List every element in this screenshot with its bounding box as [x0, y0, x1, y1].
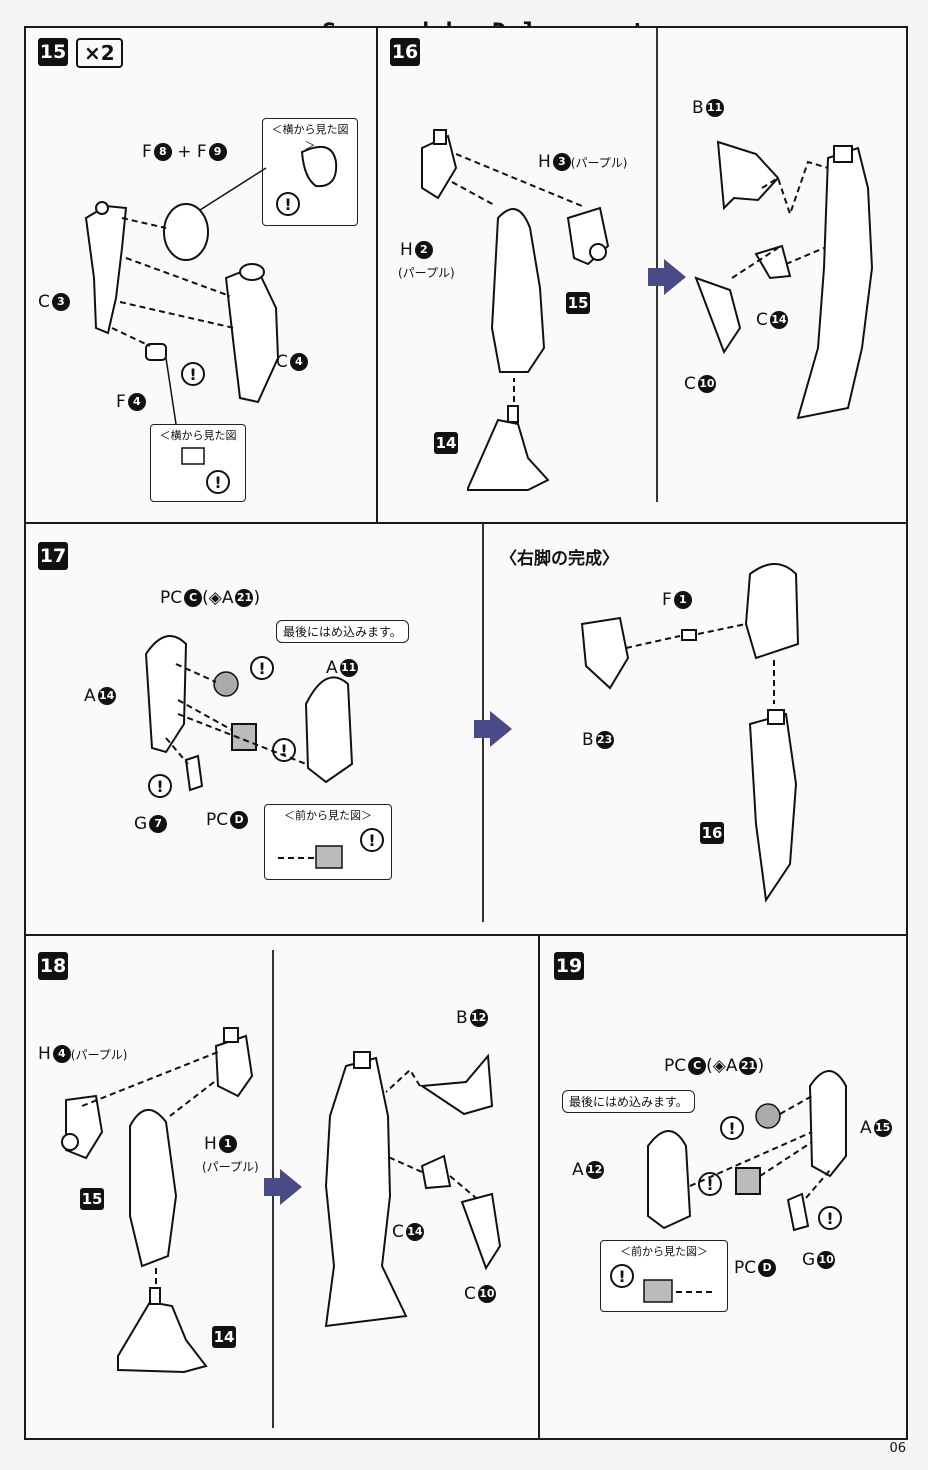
- next-arrow-head: [490, 711, 512, 747]
- step-number: 17: [38, 542, 68, 570]
- step-divider: [656, 28, 658, 502]
- label-h2-note: (パープル): [398, 266, 455, 280]
- exclamation-icon: !: [276, 192, 300, 216]
- last-insert-note: 最後にはめ込みます。: [562, 1090, 695, 1113]
- next-arrow: [264, 1178, 280, 1196]
- multiplier-badge: ×2: [76, 38, 123, 68]
- exclamation-icon: !: [720, 1116, 744, 1140]
- next-arrow: [474, 720, 490, 738]
- right-leg-title: 〈右脚の完成〉: [500, 549, 619, 569]
- swap-icon: ◈: [712, 1056, 726, 1076]
- exclamation-icon: !: [181, 362, 205, 386]
- swap-icon: ◈: [208, 588, 222, 608]
- side-view-caption: ＜横から見た図＞: [271, 123, 349, 152]
- ref-part-15: 15: [80, 1188, 104, 1210]
- step-number: 15: [38, 38, 68, 66]
- step-number: 19: [554, 952, 584, 980]
- ref-part-14: 14: [212, 1326, 236, 1348]
- ref-part-15: 15: [566, 292, 590, 314]
- next-arrow-head: [280, 1169, 302, 1205]
- front-view-caption: ＜前から見た図＞: [284, 809, 372, 822]
- step-15-drawing: [84, 145, 338, 465]
- exclamation-icon: !: [148, 774, 172, 798]
- step-17-drawing: [144, 563, 800, 903]
- last-insert-note: 最後にはめ込みます。: [276, 620, 409, 643]
- front-view-caption: ＜前から見た図＞: [620, 1245, 708, 1258]
- exclamation-icon: !: [818, 1206, 842, 1230]
- step-15-panel: 15 ×2 F8 + F9 C3 C4 F4 ＜横から見た図＞ ＜横から見た図＞…: [24, 26, 378, 524]
- exclamation-icon: !: [250, 656, 274, 680]
- ref-part-14: 14: [434, 432, 458, 454]
- step-number: 18: [38, 952, 68, 980]
- step-19-drawing: [643, 1070, 847, 1303]
- ref-part-16: 16: [700, 822, 724, 844]
- next-arrow: [648, 268, 664, 286]
- exclamation-icon: !: [610, 1264, 634, 1288]
- page-number: 06: [889, 1441, 906, 1456]
- exclamation-icon: !: [698, 1172, 722, 1196]
- step-number: 16: [390, 38, 420, 66]
- exclamation-icon: !: [360, 828, 384, 852]
- step-16-drawing: [421, 129, 874, 491]
- step-18-drawing: [61, 1027, 502, 1374]
- exclamation-icon: !: [206, 470, 230, 494]
- next-arrow-head: [664, 259, 686, 295]
- label-h1-note: (パープル): [202, 1160, 259, 1174]
